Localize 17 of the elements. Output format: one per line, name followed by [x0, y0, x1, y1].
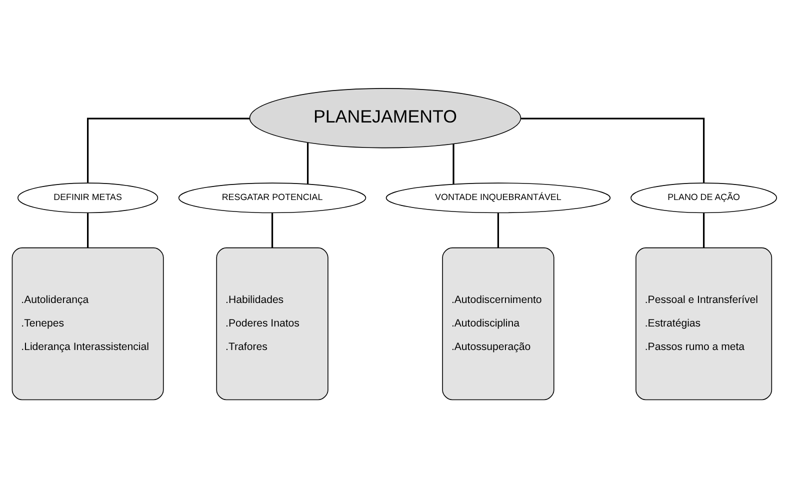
connector — [87, 117, 250, 182]
connector — [306, 142, 309, 184]
connector — [271, 212, 274, 248]
connector — [497, 212, 499, 248]
node-ellipse: PLANEJAMENTO — [249, 88, 522, 148]
connector — [87, 212, 89, 248]
connector — [521, 117, 705, 182]
node-box: .Habilidades .Poderes Inatos .Trafores — [216, 246, 328, 400]
connector — [702, 212, 705, 248]
node-box: .Autoliderança .Tenepes .Liderança Interassistencial — [12, 246, 164, 400]
node-box: .Pessoal e Intransferível .Estratégias .Passos rumo a meta — [636, 246, 772, 400]
connector — [452, 144, 454, 184]
node-ellipse: PLANO DE AÇÃO — [630, 182, 778, 213]
node-ellipse: VONTADE INQUEBRANTÁVEL — [386, 182, 611, 213]
node-ellipse: RESGATAR POTENCIAL — [178, 182, 366, 213]
node-ellipse: DEFINIR METAS — [17, 182, 158, 213]
node-box: .Autodiscernimento .Autodisciplina .Autossuperação — [442, 246, 554, 400]
